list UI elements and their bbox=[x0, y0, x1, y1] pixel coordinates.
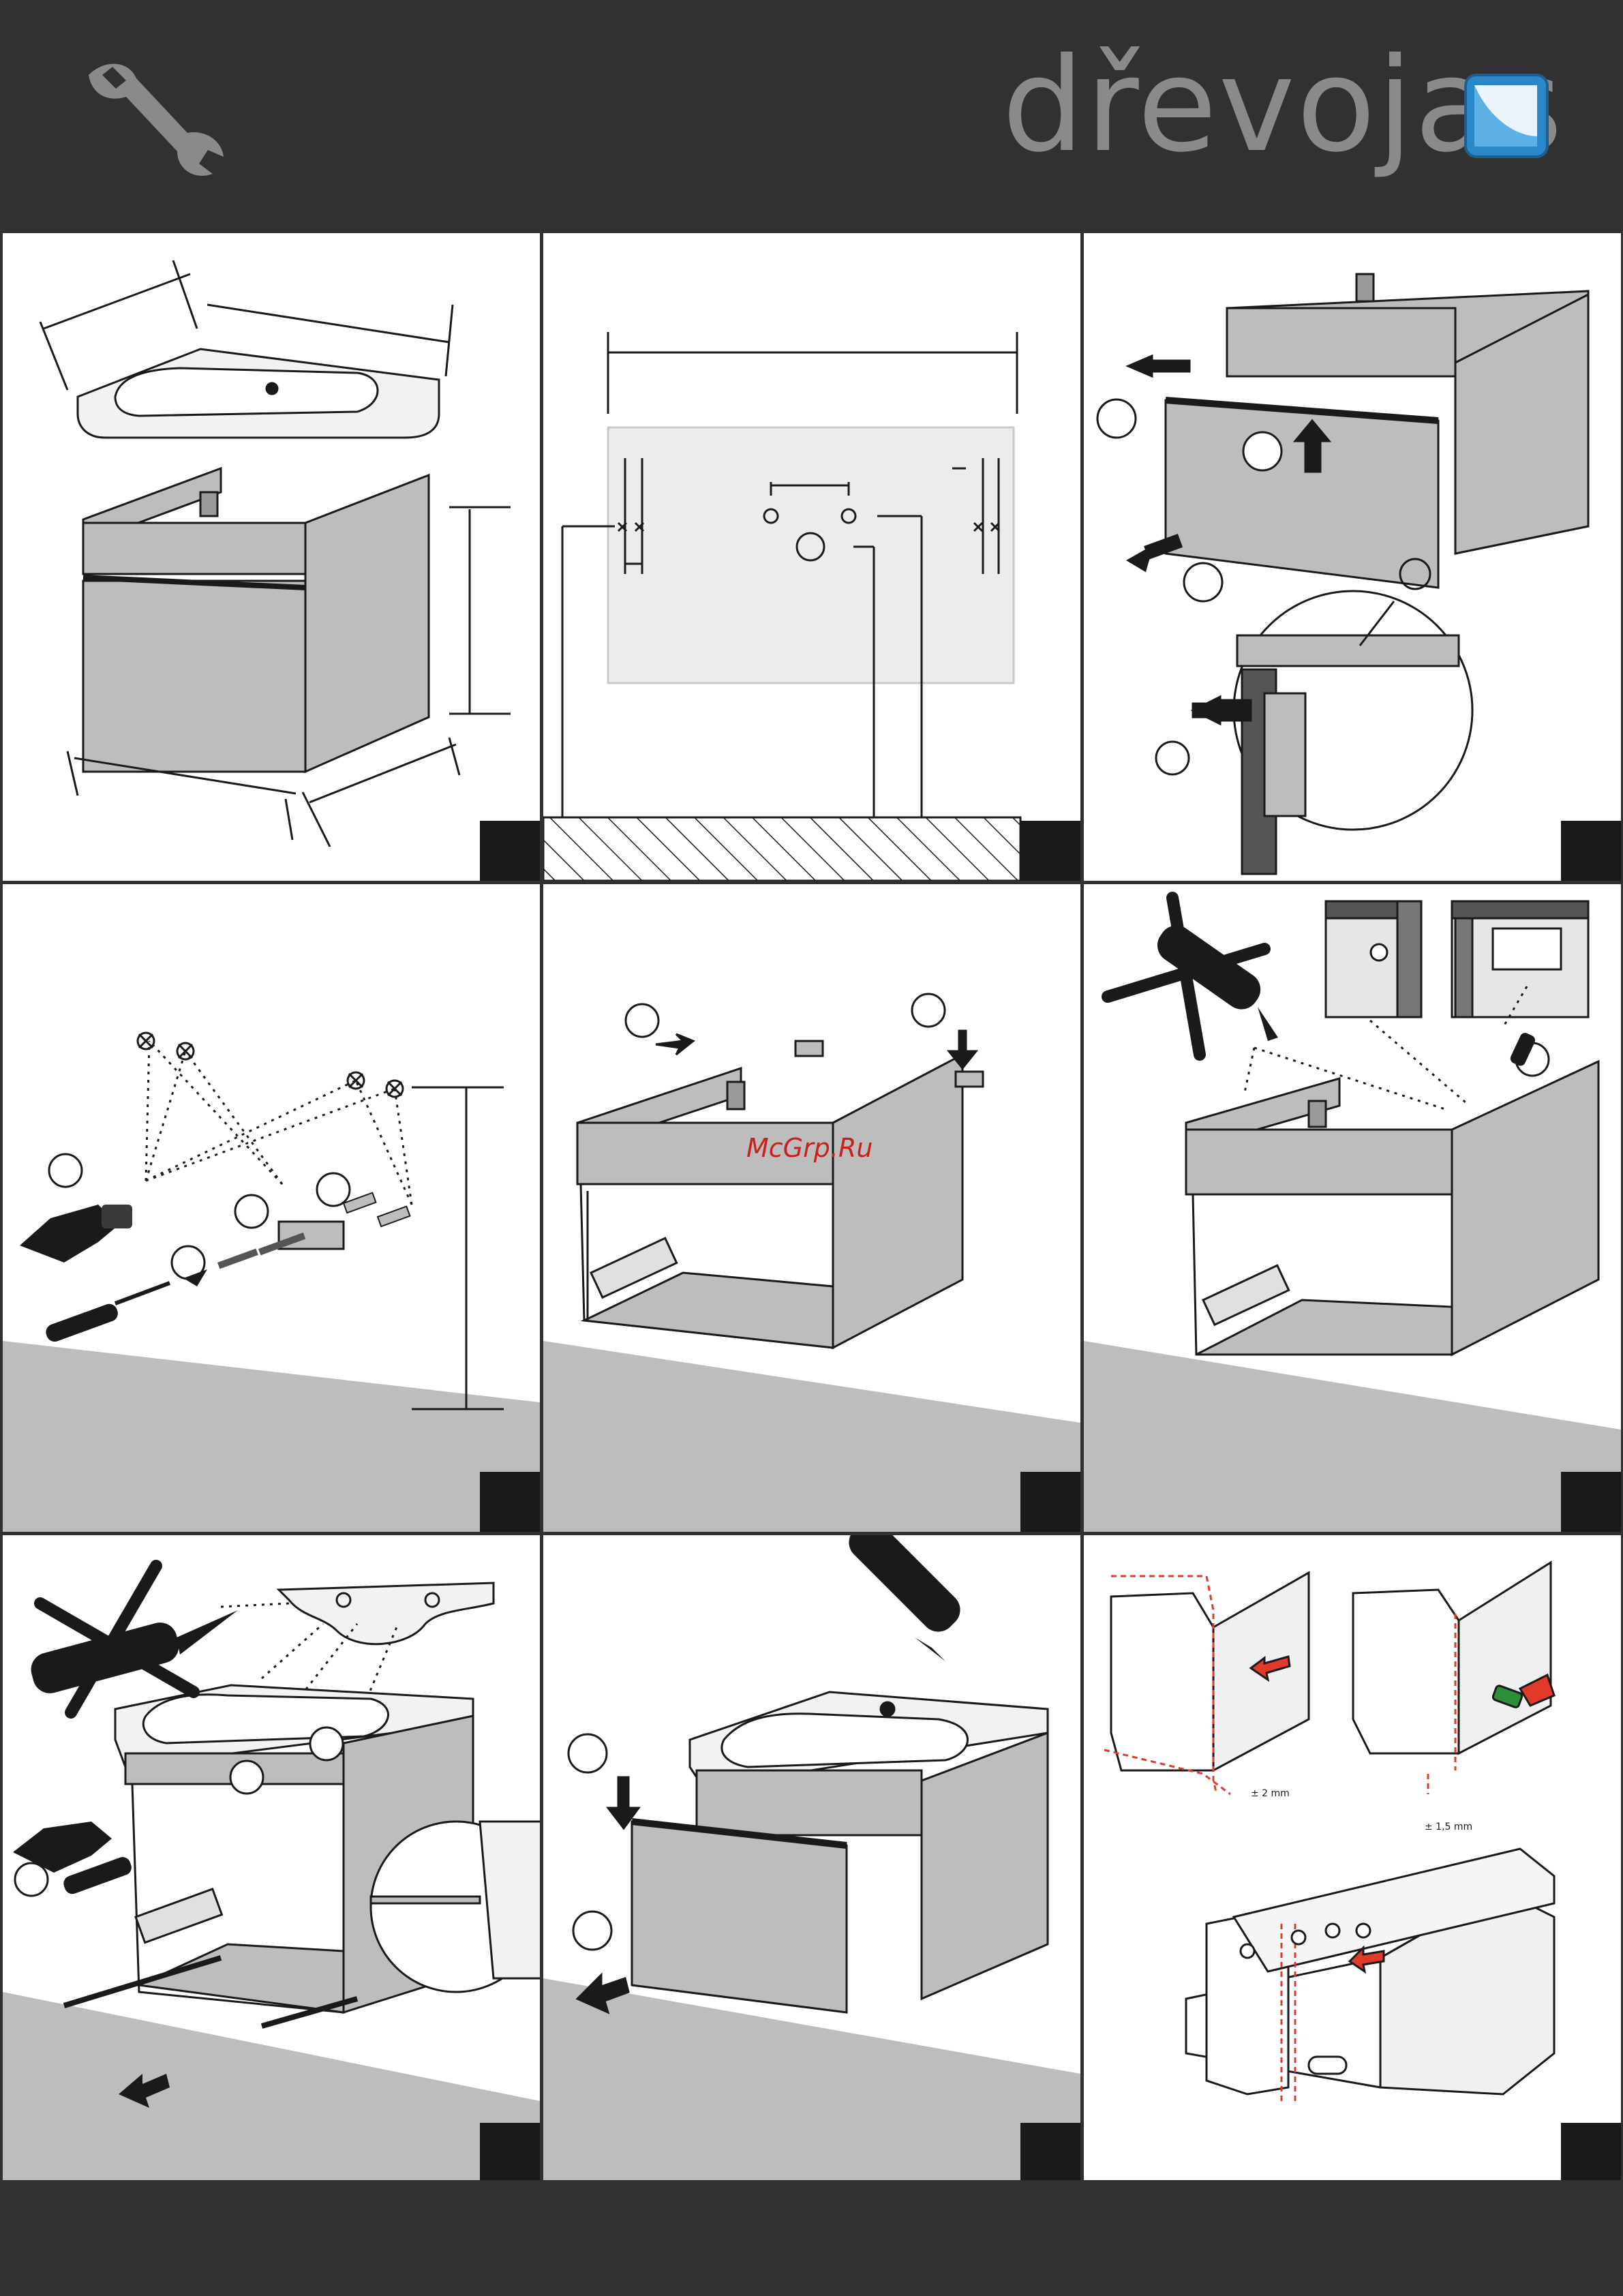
step-9-front-adjustment-panel: ± 2 mm ± 1,5 mm bbox=[1084, 1535, 1621, 2183]
step-number-box bbox=[1020, 1472, 1080, 1532]
brand-logo-icon bbox=[1462, 72, 1551, 160]
header: dřevojas bbox=[0, 0, 1623, 230]
step-4-drilling-panel bbox=[3, 884, 540, 1532]
step-3-drawer-removal-panel bbox=[1084, 233, 1621, 881]
footer bbox=[0, 2180, 1623, 2296]
step-number-box bbox=[1561, 1472, 1621, 1532]
step-7-sink-fixing-panel bbox=[3, 1535, 540, 2183]
step-number-box bbox=[480, 2123, 540, 2183]
step-number-box bbox=[1020, 821, 1080, 881]
step-number-box bbox=[1020, 2123, 1080, 2183]
step-1-dimensions-panel bbox=[3, 233, 540, 881]
step-6-adjustment-panel bbox=[1084, 884, 1621, 1532]
step-number-box bbox=[480, 821, 540, 881]
step-number-box bbox=[480, 1472, 540, 1532]
step-2-wall-plan-panel bbox=[543, 233, 1080, 881]
step-5-brackets-panel bbox=[543, 884, 1080, 1532]
tolerance-right-label: ± 1,5 mm bbox=[1425, 1822, 1472, 1832]
step-number-box bbox=[1561, 821, 1621, 881]
watermark: McGrp.Ru bbox=[746, 1133, 873, 1163]
step-8-drawer-insert-panel bbox=[543, 1535, 1080, 2183]
wrench-icon bbox=[68, 55, 245, 191]
step-number-box bbox=[1561, 2123, 1621, 2183]
tolerance-left-label: ± 2 mm bbox=[1251, 1788, 1290, 1799]
